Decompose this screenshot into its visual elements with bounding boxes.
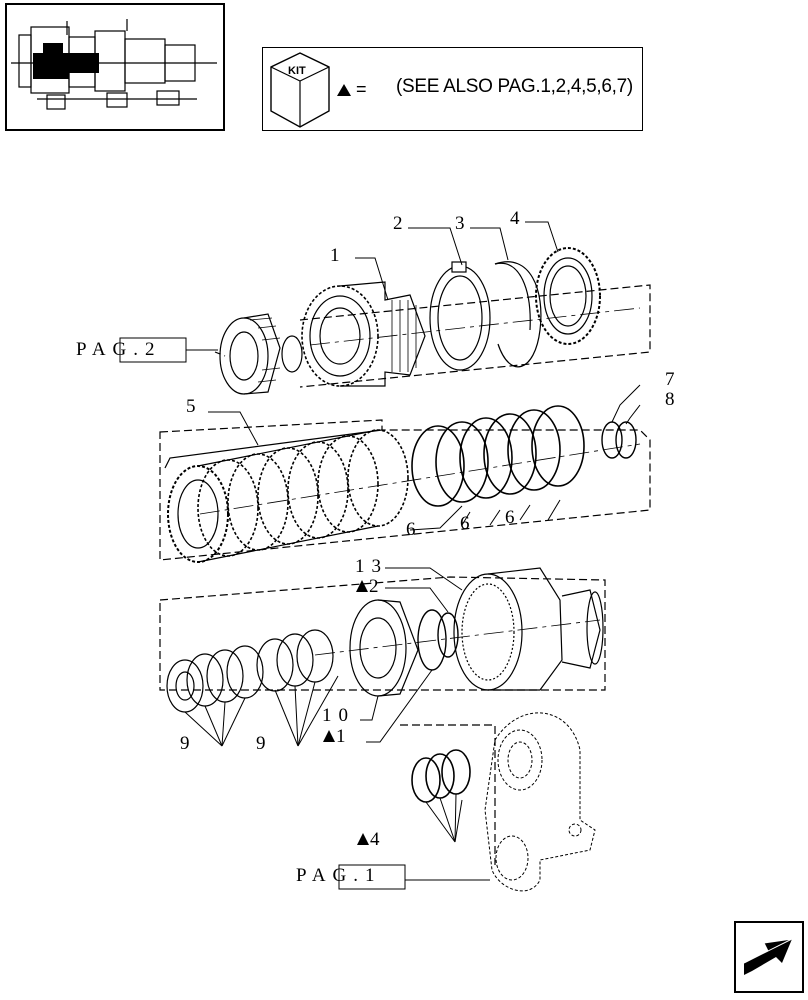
callout-6a: 6 xyxy=(406,519,416,540)
kit-equals: = xyxy=(356,79,367,99)
callout-11: 1 xyxy=(322,727,346,746)
triangle-marker-icon xyxy=(323,730,335,742)
callout-1: 1 xyxy=(330,245,340,266)
callout-13: 13 xyxy=(355,556,388,577)
kit-label: KIT xyxy=(288,65,306,77)
kit-legend: KIT = (SEE ALSO PAG.1,2,4,5,6,7) xyxy=(262,47,643,131)
page-ref-pag1[interactable]: PAG.1 xyxy=(296,865,382,886)
callout-8: 8 xyxy=(665,389,675,410)
page-ref-pag2[interactable]: PAG.2 xyxy=(76,339,162,360)
callout-9b: 9 xyxy=(256,733,266,754)
callout-12: 2 xyxy=(355,577,379,596)
next-page-button[interactable] xyxy=(734,921,804,993)
callout-6c: 6 xyxy=(505,507,515,528)
callout-2: 2 xyxy=(393,213,403,234)
assembly-thumbnail xyxy=(5,3,225,131)
callout-5: 5 xyxy=(186,396,196,417)
kit-see-also-note: (SEE ALSO PAG.1,2,4,5,6,7) xyxy=(396,76,633,97)
callout-4: 4 xyxy=(510,208,520,229)
callout-3: 3 xyxy=(455,213,465,234)
callout-10: 10 xyxy=(322,705,355,726)
kit-box-icon xyxy=(270,52,330,128)
triangle-marker-icon xyxy=(357,833,369,845)
triangle-marker-icon xyxy=(356,580,368,592)
triangle-marker-icon xyxy=(337,84,351,96)
callout-7: 7 xyxy=(665,369,675,390)
callout-14: 4 xyxy=(356,830,380,849)
callout-9a: 9 xyxy=(180,733,190,754)
callout-6b: 6 xyxy=(460,513,470,534)
next-page-arrow-icon xyxy=(743,938,793,975)
